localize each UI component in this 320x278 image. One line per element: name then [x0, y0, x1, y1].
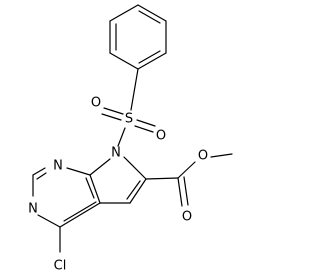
carbonyl-oxygen-label: O — [182, 210, 192, 225]
sulfonyl-group — [101, 68, 156, 147]
carbonyl-double-bond-a — [177, 177, 183, 207]
pyrimidine-ring — [32, 167, 101, 253]
c6-c5-double-bond — [126, 180, 141, 200]
ester-oxygen-label: O — [198, 149, 208, 164]
phenyl-sulfur-bond — [130, 68, 139, 111]
n1-c2-double-bond — [36, 172, 47, 180]
phenyl-double-bond-1 — [138, 10, 161, 24]
n7-c6-bond — [123, 156, 147, 180]
n3-c4-bond — [37, 214, 61, 228]
c7a-n7-bond — [89, 158, 111, 176]
phenyl-bond-4 — [109, 52, 139, 70]
sulfur-oxygen-left-bond-b — [101, 113, 122, 121]
c4a-c7a-bond — [89, 174, 101, 204]
phenyl-ring — [109, 4, 167, 70]
methyl-ester-group — [145, 153, 233, 207]
c4-c4a-double-bond — [63, 201, 97, 222]
chlorine-label: Cl — [54, 259, 67, 274]
phenyl-bond-1 — [137, 4, 167, 22]
pyrrole-nitrogen-label: N — [111, 146, 121, 161]
sulfur-oxygen-right-bond-a — [136, 119, 156, 127]
carbonyl-double-bond-b — [183, 176, 189, 206]
sulfur-label: S — [125, 112, 133, 127]
pyrrole-ring — [89, 156, 147, 204]
sulfur-oxygen-right-bond-b — [134, 125, 154, 133]
molecule-diagram: S O O N N N Cl O O — [28, 4, 233, 274]
c4-c4a-bond — [59, 202, 101, 228]
phenyl-bond-3 — [137, 52, 167, 70]
c7a-n1-bond — [66, 167, 91, 176]
pyrimidine-nitrogen-bottom-label: N — [28, 202, 38, 217]
n1-c2-bond — [32, 167, 46, 176]
c4a-c7a-double-bond — [85, 177, 95, 199]
pyrimidine-nitrogen-top-label: N — [53, 159, 63, 174]
chemical-structure-drawing: S O O N N N Cl O O — [28, 4, 233, 274]
c6-carbonyl-bond — [145, 177, 179, 180]
carbonyl-ester-oxygen-bond — [177, 161, 196, 179]
c6-c5-bond — [129, 178, 147, 204]
phenyl-bond-6 — [109, 4, 139, 22]
sulfur-oxygen-left-bond-a — [103, 107, 124, 115]
sulfur-nitrogen-bond — [117, 127, 126, 147]
sulfonyl-oxygen-left-label: O — [91, 96, 101, 111]
phenyl-double-bond-2 — [138, 50, 161, 64]
sulfonyl-oxygen-right-label: O — [156, 129, 166, 144]
ester-oxygen-methyl-bond — [210, 153, 233, 158]
